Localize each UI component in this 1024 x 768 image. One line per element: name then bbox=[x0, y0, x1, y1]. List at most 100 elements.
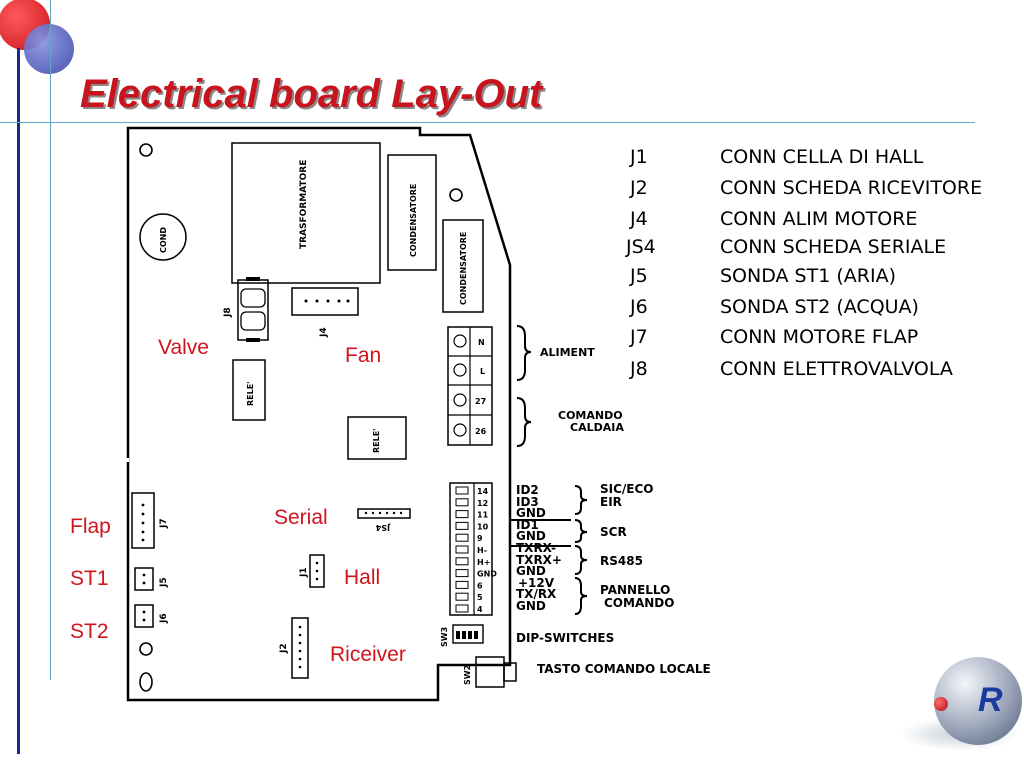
signal-label: GND bbox=[516, 564, 546, 579]
legend-description: SONDA ST1 (ARIA) bbox=[720, 265, 896, 287]
board-annotations bbox=[511, 325, 588, 615]
strip-pin-cell bbox=[455, 498, 469, 507]
legend-connector-id: J6 bbox=[630, 296, 648, 318]
mount-hole bbox=[139, 672, 153, 692]
callout-hall: Hall bbox=[344, 566, 381, 589]
rele-block-1 bbox=[232, 359, 266, 421]
strip-pin-cell bbox=[455, 592, 469, 601]
strip-pin-cell bbox=[455, 510, 469, 519]
board-diagram: TRASFORMATORE CONDENSATORE CONDENSATORE … bbox=[120, 126, 517, 702]
vertical-thin-line bbox=[50, 0, 51, 680]
terminal-n: N bbox=[478, 338, 485, 347]
legend-description: CONN ALIM MOTORE bbox=[720, 208, 918, 230]
condensatore-label-2: CONDENSATORE bbox=[459, 232, 468, 305]
j2-connector bbox=[291, 617, 309, 679]
group-comando-caldaia-2: CALDAIA bbox=[570, 421, 624, 434]
strip-pin-label: 9 bbox=[477, 534, 483, 543]
legend-description: CONN SCHEDA SERIALE bbox=[720, 236, 947, 258]
strip-pin-label: H- bbox=[477, 546, 487, 555]
j1-connector bbox=[309, 554, 325, 588]
j1-label: J1 bbox=[299, 567, 309, 578]
strip-pin-label: 11 bbox=[477, 511, 489, 520]
callout-valve: Valve bbox=[158, 336, 209, 359]
strip-pin-cell bbox=[455, 521, 469, 530]
mount-hole bbox=[449, 188, 463, 202]
strip-pin-cell bbox=[455, 486, 469, 495]
legend-description: CONN ELETTROVALVOLA bbox=[720, 358, 953, 380]
dip-switches-label: DIP-SWITCHES bbox=[516, 631, 615, 645]
j6-label: J6 bbox=[159, 613, 169, 624]
company-logo: R bbox=[900, 655, 1024, 755]
j7-connector bbox=[131, 492, 155, 549]
js4-connector bbox=[357, 508, 411, 519]
group-rs485: RS485 bbox=[600, 554, 643, 568]
callout-st1: ST1 bbox=[70, 567, 109, 590]
group-comando: COMANDO bbox=[604, 596, 675, 610]
strip-pin-label: 12 bbox=[477, 499, 488, 508]
signal-label: GND bbox=[516, 506, 546, 521]
signal-label: GND bbox=[516, 599, 546, 613]
j2-label: J2 bbox=[279, 643, 289, 654]
strip-pin-cell bbox=[455, 604, 469, 613]
sw3-label: SW3 bbox=[440, 627, 449, 647]
board-outline bbox=[126, 126, 512, 702]
legend-connector-id: J5 bbox=[630, 265, 648, 287]
condensatore-block-2 bbox=[442, 219, 484, 313]
trasformatore-label: TRASFORMATORE bbox=[299, 160, 309, 249]
signal-label: TXRX+ bbox=[516, 552, 562, 567]
trasformatore-block bbox=[231, 142, 381, 284]
strip-pin-cell bbox=[455, 580, 469, 589]
signal-label: ID1 bbox=[516, 517, 539, 532]
callout-fan: Fan bbox=[345, 344, 382, 367]
group-scr: SCR bbox=[600, 525, 627, 539]
strip-pin-cell bbox=[455, 545, 469, 554]
signal-label: TXRX- bbox=[516, 541, 556, 555]
j5-connector bbox=[134, 567, 154, 591]
callout-serial: Serial bbox=[274, 506, 328, 529]
callout-st2: ST2 bbox=[70, 620, 109, 643]
js4-label: JS4 bbox=[375, 523, 391, 532]
board-split-gap bbox=[121, 458, 129, 462]
legend-connector-id: J4 bbox=[630, 208, 648, 230]
j4-connector bbox=[291, 287, 359, 316]
legend-connector-id: J7 bbox=[630, 326, 648, 348]
terminal-26: 26 bbox=[475, 427, 487, 436]
j4-label: J4 bbox=[319, 327, 329, 338]
condensatore-block-1 bbox=[387, 154, 437, 271]
strip-pin-label: 5 bbox=[477, 593, 483, 602]
signal-terminal-strip bbox=[449, 482, 493, 616]
strip-pin-label: GND bbox=[477, 570, 497, 579]
vertical-accent-line bbox=[17, 48, 20, 754]
strip-pin-label: H+ bbox=[477, 558, 490, 567]
legend-connector-id: J1 bbox=[630, 146, 648, 168]
j7-label: J7 bbox=[159, 518, 169, 529]
j8-label: J8 bbox=[223, 307, 233, 318]
blue-circle-decoration bbox=[24, 24, 74, 74]
condensatore-label-1: CONDENSATORE bbox=[409, 184, 418, 257]
title-rule bbox=[0, 122, 975, 123]
cond-label: COND bbox=[159, 227, 168, 253]
strip-pin-label: 14 bbox=[477, 487, 489, 496]
j6-connector bbox=[134, 604, 154, 628]
group-pannello: PANNELLO bbox=[600, 583, 671, 597]
strip-pin-label: 6 bbox=[477, 581, 483, 590]
dip-switch-block bbox=[452, 624, 484, 644]
group-sic-eco: SIC/ECO bbox=[600, 482, 654, 496]
rele-label-2: RELE' bbox=[372, 428, 381, 453]
strip-pin-label: 10 bbox=[477, 522, 489, 531]
signal-label: +12V bbox=[518, 575, 555, 590]
legend-connector-id: J2 bbox=[630, 177, 648, 199]
slide-title: Electrical board Lay-Out bbox=[80, 72, 543, 116]
strip-pin-cell bbox=[455, 533, 469, 542]
logo-letter: R bbox=[978, 681, 1003, 719]
callout-riceiver: Riceiver bbox=[330, 643, 406, 666]
callout-flap: Flap bbox=[70, 515, 111, 538]
mount-hole bbox=[139, 143, 153, 157]
legend-connector-id: J8 bbox=[630, 358, 648, 380]
signal-label: TX/RX bbox=[516, 587, 557, 602]
terminal-27: 27 bbox=[475, 397, 486, 406]
legend-description: SONDA ST2 (ACQUA) bbox=[720, 296, 919, 318]
strip-pin-label: 4 bbox=[477, 605, 483, 614]
mount-hole bbox=[139, 642, 153, 656]
j5-label: J5 bbox=[159, 577, 169, 588]
